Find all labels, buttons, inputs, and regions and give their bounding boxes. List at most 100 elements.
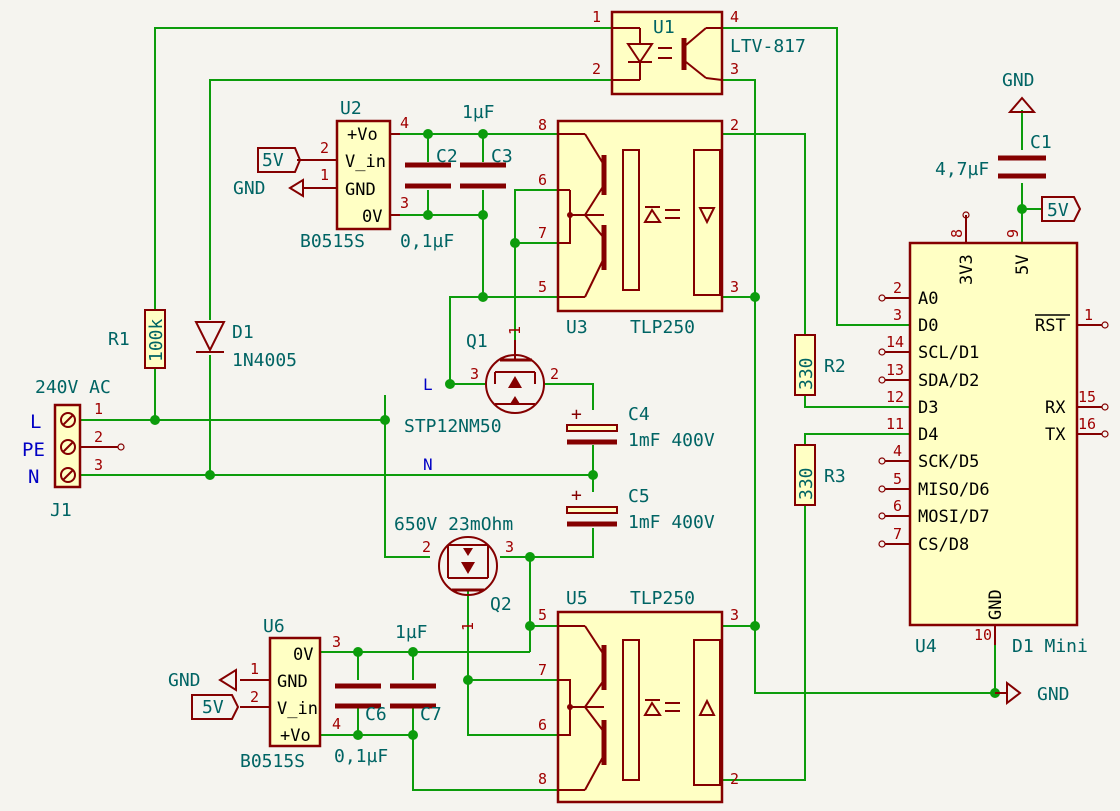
svg-text:+Vo: +Vo [347,125,378,145]
svg-text:U1: U1 [653,17,675,38]
svg-text:3V3: 3V3 [957,254,977,285]
svg-text:GND: GND [986,589,1006,620]
svg-text:GND: GND [233,178,266,199]
svg-text:3: 3 [94,456,103,474]
svg-text:U5: U5 [566,588,588,609]
svg-text:1mF 400V: 1mF 400V [628,430,715,451]
j1-label-pe: PE [22,439,45,461]
converter-u2: +Vo V_in GND 0V 1 2 3 4 U2 B0515S 5V GND [233,98,409,252]
svg-text:5: 5 [893,470,902,488]
svg-text:15: 15 [1078,388,1096,406]
svg-text:1: 1 [459,622,477,631]
svg-text:8: 8 [538,770,547,788]
net-label-l: L [423,375,433,394]
svg-text:+: + [571,485,582,506]
svg-text:1N4005: 1N4005 [232,350,297,371]
svg-text:U4: U4 [915,636,937,657]
svg-text:1µF: 1µF [395,622,428,643]
svg-text:0,1µF: 0,1µF [400,231,454,252]
svg-text:5V: 5V [262,150,284,171]
svg-text:0V: 0V [293,645,313,665]
svg-text:GND: GND [277,672,308,692]
svg-text:330: 330 [796,357,817,390]
svg-text:2: 2 [893,279,902,297]
capacitor-c2: C2 0,1µF [400,146,458,252]
svg-text:7: 7 [538,224,547,242]
svg-text:C1: C1 [1030,132,1052,153]
svg-text:13: 13 [886,361,904,379]
svg-text:3: 3 [470,365,479,383]
svg-text:TX: TX [1045,425,1066,445]
svg-text:GND: GND [1037,684,1070,705]
svg-text:3: 3 [893,306,902,324]
svg-text:4,7µF: 4,7µF [935,159,989,180]
net-label-n: N [423,455,433,474]
svg-text:100k: 100k [146,318,167,362]
resistor-r1: 100k R1 [108,309,167,369]
svg-text:2: 2 [550,365,559,383]
svg-text:CS/D8: CS/D8 [918,535,969,555]
svg-text:330: 330 [796,467,817,500]
svg-text:D1: D1 [232,322,254,343]
capacitor-c6: C6 0,1µF [334,683,388,767]
svg-text:STP12NM50: STP12NM50 [404,416,502,437]
svg-text:0V: 0V [362,207,382,227]
optocoupler-u1: 1 2 3 4 U1 LTV-817 [592,8,806,96]
svg-text:U2: U2 [340,98,362,119]
svg-text:1: 1 [250,660,259,678]
svg-text:SCK/D5: SCK/D5 [918,452,979,472]
j1-title: 240V AC [35,377,111,398]
driver-u3: 8 6 7 5 2 3 U3 TLP250 [538,116,739,338]
svg-text:3: 3 [730,606,739,624]
diode-d1: D1 1N4005 [194,321,297,371]
svg-text:16: 16 [1078,415,1096,433]
svg-text:SCL/D1: SCL/D1 [918,343,979,363]
svg-text:GND: GND [345,180,376,200]
ground-symbol: GND [995,680,1070,706]
j1-label-l: L [30,411,41,433]
wires [80,27,1102,791]
svg-text:6: 6 [893,497,902,515]
svg-text:1: 1 [94,400,103,418]
svg-text:1: 1 [320,166,329,184]
svg-text:5V: 5V [1013,255,1033,275]
svg-text:D1 Mini: D1 Mini [1012,636,1088,657]
mosfet-q2: 1 2 3 Q2 650V 23mOhm [394,514,514,631]
capacitor-c7: C7 1µF [390,622,442,725]
svg-text:V_in: V_in [345,152,386,172]
svg-text:3: 3 [730,278,739,296]
svg-text:D0: D0 [918,316,938,336]
svg-text:11: 11 [886,415,904,433]
rst-label: RST [1035,316,1066,336]
svg-text:2: 2 [592,60,601,78]
svg-text:4: 4 [730,8,739,26]
svg-text:4: 4 [400,114,409,132]
driver-u5: 5 7 6 8 3 2 U5 TLP250 [538,588,739,804]
svg-text:C7: C7 [420,704,442,725]
svg-text:RX: RX [1045,398,1066,418]
svg-text:2: 2 [730,770,739,788]
mcu-u4: A0 D0 SCL/D1 SDA/D2 D3 D4 SCK/D5 MISO/D6… [878,211,1109,657]
converter-u6: 0V GND V_in +Vo 1 2 3 4 U6 B0515S GND 5V [168,616,341,772]
capacitor-c3: C3 1µF [460,102,513,189]
svg-text:1: 1 [506,326,524,335]
svg-text:6: 6 [538,171,547,189]
svg-text:6: 6 [538,716,547,734]
svg-text:TLP250: TLP250 [630,317,695,338]
svg-text:4: 4 [893,442,902,460]
svg-text:2: 2 [250,688,259,706]
svg-text:12: 12 [886,388,904,406]
capacitor-c1: GND C1 4,7µF 5V [935,70,1082,222]
svg-text:7: 7 [538,661,547,679]
svg-text:5V: 5V [1047,200,1069,221]
svg-text:+: + [571,404,582,425]
svg-text:1µF: 1µF [462,102,495,123]
svg-text:0,1µF: 0,1µF [334,746,388,767]
capacitor-c5: + C5 1mF 400V [566,485,715,533]
svg-text:D4: D4 [918,425,938,445]
svg-text:10: 10 [974,626,992,644]
svg-text:5V: 5V [202,697,224,718]
svg-text:2: 2 [422,538,431,556]
resistor-r3: 330 R3 [794,444,846,506]
svg-text:Q2: Q2 [490,594,512,615]
